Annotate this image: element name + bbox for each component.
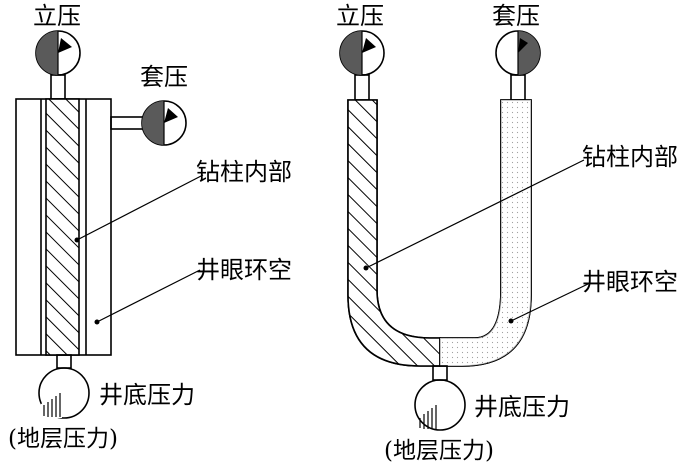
right-standpipe-label: 立压 bbox=[336, 2, 384, 30]
left-bottom-label: 井底压力 bbox=[99, 381, 195, 409]
right-standpipe-connector bbox=[354, 74, 370, 101]
right-casing-connector bbox=[510, 74, 526, 101]
right-bottom-connector bbox=[432, 365, 448, 381]
right-u-tube-diagram: 立压 套压 钻柱内部 井眼环空 井底压力 (地层压力) bbox=[336, 2, 678, 464]
left-drill-string-label: 钻柱内部 bbox=[196, 158, 292, 186]
left-casing-connector bbox=[110, 116, 146, 130]
right-formation-label: (地层压力) bbox=[384, 438, 494, 464]
left-formation-label: (地层压力) bbox=[8, 426, 118, 452]
left-casing-label: 套压 bbox=[140, 63, 188, 91]
right-annulus-label: 井眼环空 bbox=[582, 268, 678, 296]
right-bottom-gauge-icon bbox=[414, 379, 466, 431]
left-bottom-connector bbox=[56, 354, 72, 369]
left-annulus-leader bbox=[96, 269, 201, 323]
left-drill-string bbox=[45, 98, 80, 356]
left-annulus-label: 井眼环空 bbox=[196, 256, 292, 284]
left-wellbore-diagram: 立压 套压 钻柱内部 井眼环空 井底压力 (地层压力) bbox=[8, 2, 292, 452]
right-bottom-label: 井底压力 bbox=[474, 393, 570, 421]
right-drill-string-label: 钻柱内部 bbox=[582, 143, 678, 171]
right-casing-label: 套压 bbox=[492, 2, 540, 30]
left-standpipe-label: 立压 bbox=[33, 2, 81, 30]
right-standpipe-gauge-icon bbox=[339, 30, 385, 76]
right-drill-string-leader bbox=[365, 159, 585, 269]
left-standpipe-gauge-icon bbox=[35, 30, 81, 76]
left-drill-string-leader bbox=[76, 174, 204, 241]
right-drill-string bbox=[347, 99, 441, 367]
left-standpipe-connector bbox=[50, 74, 66, 100]
left-bottom-gauge-icon bbox=[38, 367, 90, 419]
right-annulus-leader bbox=[510, 283, 589, 322]
left-casing-gauge-icon bbox=[141, 100, 187, 146]
right-casing-gauge-icon bbox=[495, 30, 541, 76]
